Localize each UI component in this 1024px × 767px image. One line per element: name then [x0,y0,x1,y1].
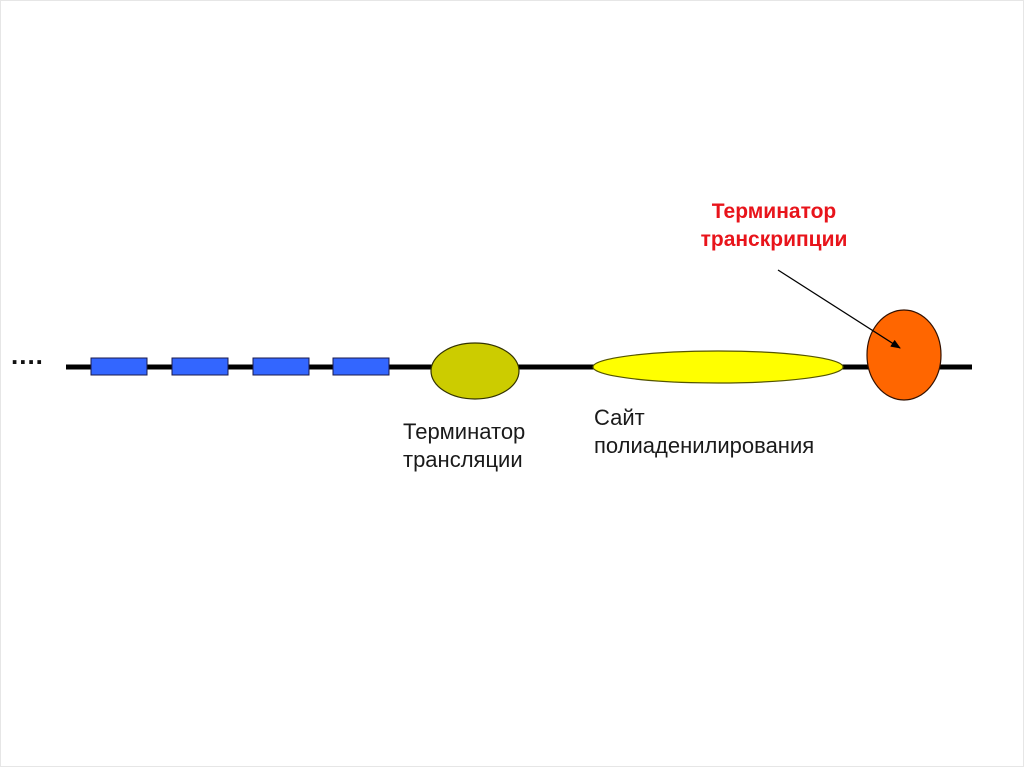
transcription-terminator-ellipse [866,309,942,401]
ellipsis-marker: .... [11,340,44,370]
polyadenylation-site-label-line2: полиаденилирования [594,433,815,458]
exon-block [171,357,229,376]
polyadenylation-site-label: Сайт полиаденилирования [594,404,814,460]
polyadenylation-site-ellipse [592,350,844,384]
exon-block [252,357,310,376]
transcription-terminator-label-line2: транскрипции [700,228,848,251]
transcription-terminator-arrow [777,269,901,349]
translation-terminator-ellipse [430,342,520,400]
exon-block [90,357,148,376]
transcription-terminator-label: Терминатор транскрипции [668,198,880,254]
transcription-terminator-label-line1: Терминатор [711,200,837,223]
translation-terminator-label-line2: трансляции [403,447,523,472]
polyadenylation-site-label-line1: Сайт [594,405,645,430]
translation-terminator-label-line1: Терминатор [403,419,526,444]
exon-block [332,357,390,376]
translation-terminator-label: Терминатор трансляции [403,418,525,474]
